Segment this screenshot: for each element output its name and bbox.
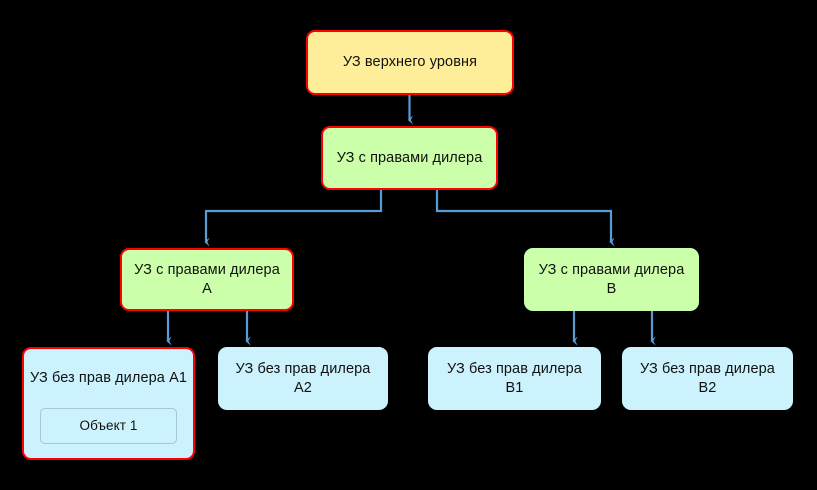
node-a1[interactable]: УЗ без прав дилера А1 Объект 1	[22, 347, 195, 460]
node-dealer-a-label: УЗ с правами дилера А	[134, 262, 280, 297]
node-a1-object-1[interactable]: Объект 1	[40, 408, 177, 444]
node-root[interactable]: УЗ верхнего уровня	[306, 30, 514, 95]
node-dealer-a[interactable]: УЗ с правами дилера А	[120, 248, 294, 311]
connector-dealer-to-dealer-b	[435, 190, 615, 247]
node-dealer-b-label: УЗ с правами дилера В	[538, 262, 685, 297]
node-b2-label: УЗ без прав дилера В2	[640, 361, 775, 396]
node-dealer-b[interactable]: УЗ с правами дилера В	[524, 248, 699, 311]
node-b1[interactable]: УЗ без прав дилера В1	[428, 347, 601, 410]
node-b1-label: УЗ без прав дилера В1	[447, 361, 582, 396]
node-a2-label: УЗ без прав дилера А2	[235, 361, 371, 396]
node-dealer-label: УЗ с правами дилера	[336, 149, 483, 166]
connector-dealer-to-dealer-a	[204, 190, 383, 247]
node-b2[interactable]: УЗ без прав дилера В2	[622, 347, 793, 410]
node-a2[interactable]: УЗ без прав дилера А2	[218, 347, 388, 410]
node-root-label: УЗ верхнего уровня	[342, 54, 478, 71]
node-dealer[interactable]: УЗ с правами дилера	[321, 126, 498, 190]
node-a1-label: УЗ без прав дилера А1	[29, 370, 188, 386]
